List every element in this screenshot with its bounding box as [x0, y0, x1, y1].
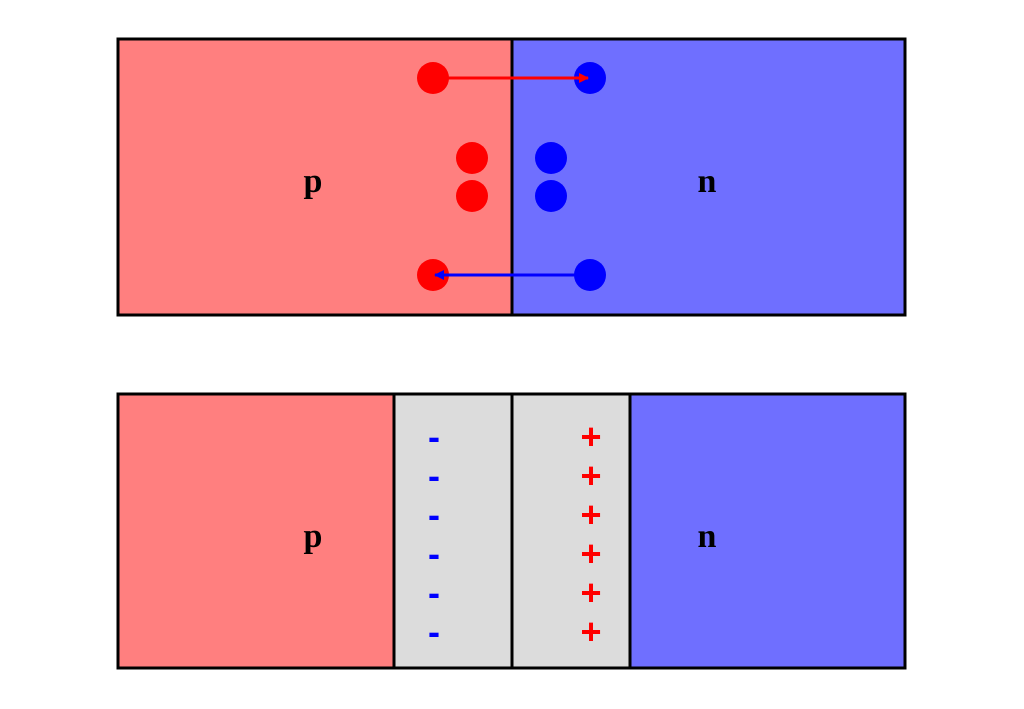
- electron-near-junction: [535, 142, 567, 174]
- electron-near-junction: [535, 180, 567, 212]
- top-panel: p n: [116, 37, 907, 317]
- positive-charge: +: [580, 455, 601, 496]
- negative-charge-column: ------: [428, 416, 440, 652]
- negative-charge: -: [428, 533, 440, 574]
- positive-charge: +: [580, 572, 601, 613]
- positive-charge: +: [580, 416, 601, 457]
- negative-charge: -: [428, 416, 440, 457]
- positive-charge: +: [580, 533, 601, 574]
- negative-charge: -: [428, 572, 440, 613]
- hole-near-junction: [456, 142, 488, 174]
- bottom-p-region: [118, 394, 394, 668]
- negative-charge: -: [428, 494, 440, 535]
- hole-near-junction: [456, 180, 488, 212]
- bottom-n-label: n: [698, 518, 717, 555]
- negative-charge: -: [428, 611, 440, 652]
- top-p-label: p: [304, 163, 323, 200]
- hole-arrived: [417, 259, 449, 291]
- bottom-p-label: p: [304, 518, 323, 555]
- electron-arrived: [574, 62, 606, 94]
- positive-charge-column: ++++++: [580, 416, 601, 652]
- positive-charge: +: [580, 494, 601, 535]
- bottom-n-region: [630, 394, 905, 668]
- top-n-label: n: [698, 163, 717, 200]
- positive-charge: +: [580, 611, 601, 652]
- bottom-panel: ------ ++++++ p n: [116, 392, 907, 670]
- negative-charge: -: [428, 455, 440, 496]
